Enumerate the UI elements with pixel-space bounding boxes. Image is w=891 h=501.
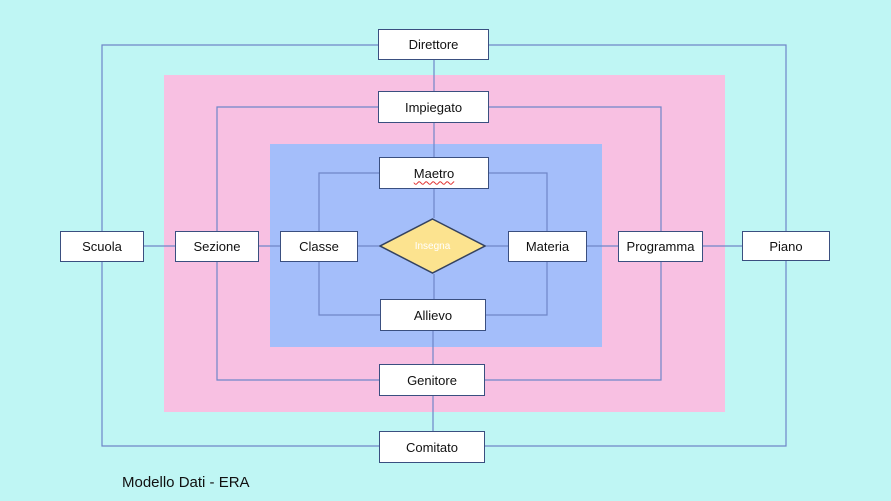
- entity-comitato[interactable]: Comitato: [379, 431, 485, 463]
- entity-piano[interactable]: Piano: [742, 231, 830, 261]
- link-direttore-scuola: [101, 44, 378, 231]
- link-maestro-classe: [318, 172, 379, 231]
- link-sezione-genitore: [216, 262, 379, 381]
- entity-materia-label: Materia: [525, 239, 570, 254]
- entity-classe[interactable]: Classe: [280, 231, 358, 262]
- entity-sezione[interactable]: Sezione: [175, 231, 259, 262]
- entity-impiegato[interactable]: Impiegato: [378, 91, 489, 123]
- entity-comitato-label: Comitato: [405, 439, 459, 455]
- link-programma-genitore: [485, 262, 662, 381]
- link-direttore-piano: [489, 44, 787, 231]
- entity-piano-label: Piano: [769, 238, 803, 254]
- entity-scuola-label: Scuola: [82, 239, 122, 254]
- link-scuola-comitato: [101, 261, 379, 447]
- entity-sezione-label: Sezione: [193, 239, 241, 254]
- entity-programma-label: Programma: [626, 239, 695, 254]
- entity-maestro-label: Maetro: [413, 165, 455, 181]
- entity-scuola[interactable]: Scuola: [60, 231, 144, 262]
- entity-programma[interactable]: Programma: [618, 231, 703, 262]
- entity-direttore-label: Direttore: [408, 37, 459, 52]
- entity-classe-label: Classe: [299, 239, 339, 254]
- entity-materia[interactable]: Materia: [508, 231, 587, 262]
- link-materia-allievo: [486, 262, 548, 316]
- link-impiegato-sezione: [216, 106, 378, 231]
- link-maestro-materia: [489, 172, 548, 231]
- relationship-label: Insegna: [414, 240, 451, 252]
- entity-allievo[interactable]: Allievo: [380, 299, 486, 331]
- entity-maestro[interactable]: Maetro: [379, 157, 489, 189]
- entity-impiegato-label: Impiegato: [404, 99, 463, 115]
- link-classe-allievo: [318, 262, 380, 316]
- entity-allievo-label: Allievo: [413, 307, 453, 323]
- relationship-diamond: [379, 218, 486, 274]
- entity-genitore[interactable]: Genitore: [379, 364, 485, 396]
- diagram-caption: Modello Dati - ERA: [122, 474, 250, 491]
- entity-genitore-label: Genitore: [407, 372, 457, 388]
- link-impiegato-programma: [489, 106, 662, 231]
- link-piano-comitato: [485, 261, 787, 447]
- entity-direttore[interactable]: Direttore: [378, 29, 489, 60]
